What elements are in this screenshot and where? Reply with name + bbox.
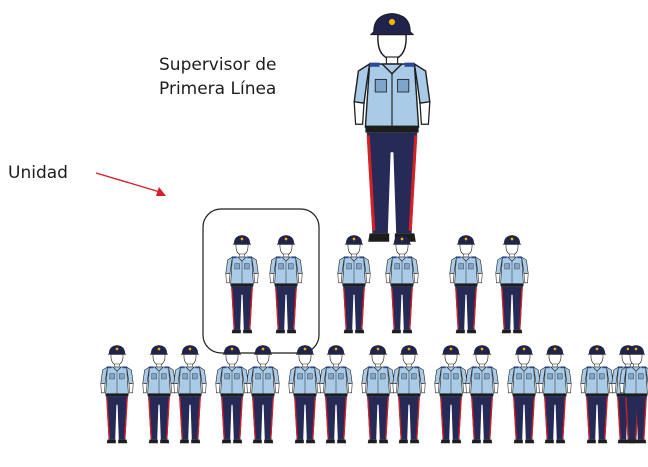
supervisor-label: Supervisor de Primera Línea [159, 53, 277, 101]
officer-icon [142, 344, 176, 444]
officer-icon [337, 234, 371, 334]
officer-icon [580, 344, 614, 444]
officer-icon [361, 344, 395, 444]
officer-icon [173, 344, 207, 444]
unit-arrow [95, 172, 166, 196]
officer-icon [538, 344, 572, 444]
unit-label: Unidad [8, 163, 68, 183]
officer-icon [449, 234, 483, 334]
officer-icon [392, 344, 426, 444]
officer-icon [507, 344, 541, 444]
supervisor-officer-icon [352, 12, 432, 244]
officer-icon [215, 344, 249, 444]
supervisor-label-line2: Primera Línea [159, 79, 277, 99]
unit-officer-icon [225, 234, 259, 334]
officer-icon [246, 344, 280, 444]
officer-icon [319, 344, 353, 444]
unit-officer-icon [269, 234, 303, 334]
officer-icon [100, 344, 134, 444]
officer-icon [434, 344, 468, 444]
supervisor-label-line1: Supervisor de [159, 55, 277, 75]
officer-icon [288, 344, 322, 444]
officer-icon [385, 234, 419, 334]
officer-icon [495, 234, 529, 334]
officer-icon [465, 344, 499, 444]
